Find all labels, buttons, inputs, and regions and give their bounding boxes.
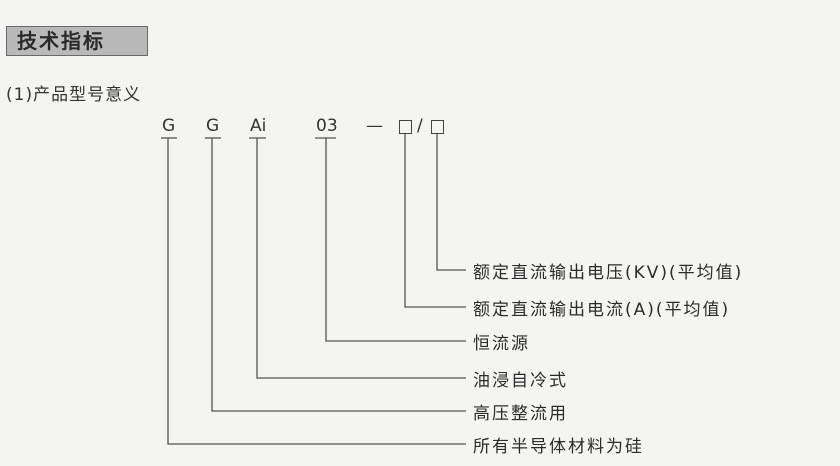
code-char-g2: G — [206, 116, 220, 136]
meaning-oil-cooled: 油浸自冷式 — [473, 371, 568, 391]
subtitle: (1)产品型号意义 — [6, 85, 142, 105]
code-char-ai: Ai — [250, 116, 267, 136]
code-slash: / — [417, 116, 423, 136]
meaning-rated-voltage: 额定直流输出电压(KV)(平均值) — [473, 263, 744, 283]
code-box-current — [399, 120, 412, 134]
code-char-03: 03 — [316, 116, 338, 136]
meaning-rated-current: 额定直流输出电流(A)(平均值) — [473, 300, 731, 320]
meaning-constant-current: 恒流源 — [473, 334, 530, 354]
section-title: 技术指标 — [6, 26, 148, 56]
code-box-voltage — [431, 120, 444, 134]
meaning-silicon: 所有半导体材料为硅 — [473, 437, 644, 457]
code-char-g1: G — [162, 116, 176, 136]
code-dash: — — [366, 116, 383, 136]
meaning-hv-rectifier: 高压整流用 — [473, 404, 568, 424]
